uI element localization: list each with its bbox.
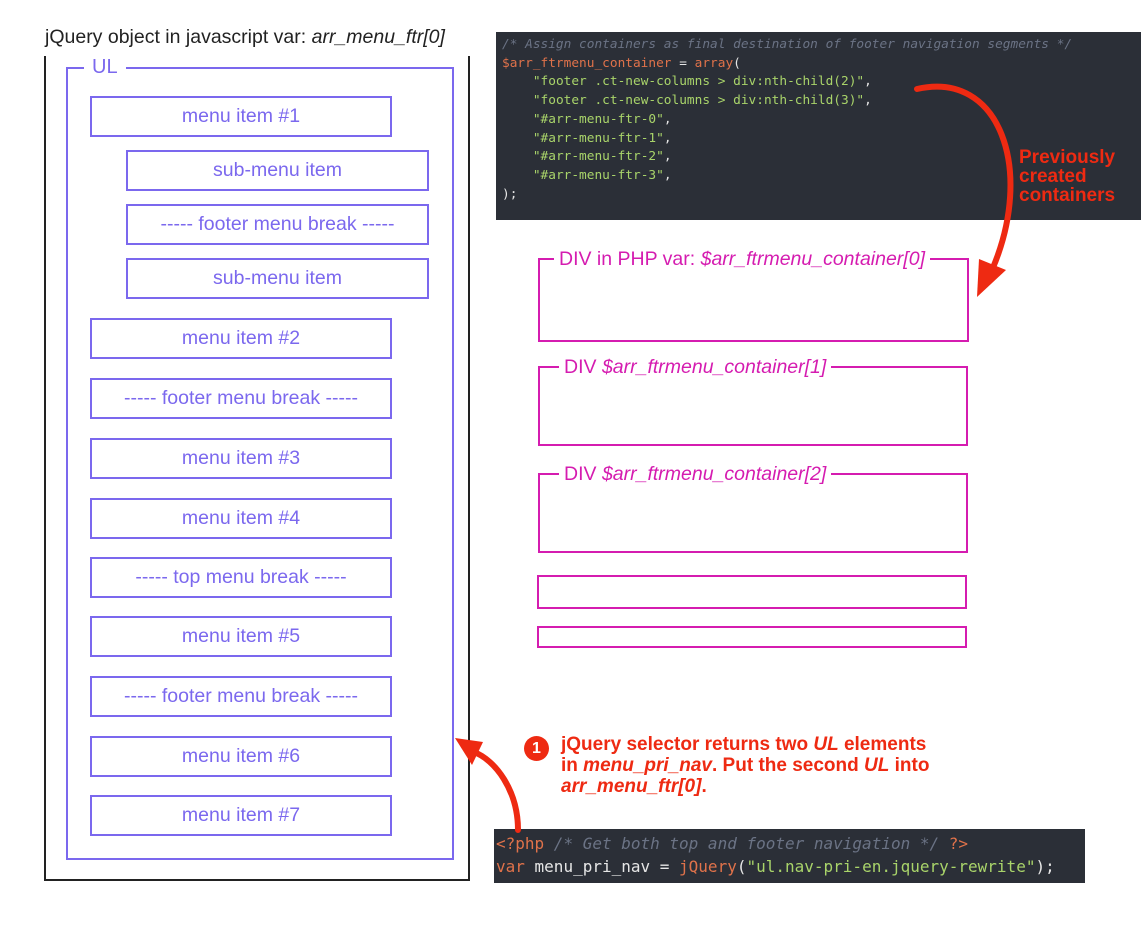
code-comment: /* Get both top and footer navigation */ bbox=[544, 834, 940, 853]
selector-arrow-head bbox=[455, 738, 483, 765]
ul-box bbox=[66, 67, 454, 860]
container-3-box bbox=[537, 575, 967, 609]
note-text: into bbox=[889, 755, 930, 776]
previously-created-line: containers bbox=[1019, 185, 1116, 206]
code-string: "#arr-menu-ftr-0" bbox=[532, 111, 664, 127]
container-1-var: $arr_ftrmenu_container[1] bbox=[601, 356, 827, 378]
menu-item-4: menu item #4 bbox=[90, 498, 392, 539]
container-1-prefix: DIV bbox=[564, 356, 602, 378]
code-string: "#arr-menu-ftr-1" bbox=[532, 130, 664, 146]
footer-menu-break-2: ----- footer menu break ----- bbox=[90, 378, 392, 419]
previously-created-line: created bbox=[1019, 166, 1087, 187]
previously-created-line: Previously bbox=[1019, 147, 1116, 168]
jquery-object-box bbox=[44, 56, 470, 881]
code-paren: ( bbox=[736, 857, 747, 876]
code-comma: , bbox=[864, 74, 872, 90]
code-func: array bbox=[694, 55, 734, 71]
jquery-object-var-name: arr_menu_ftr[0] bbox=[311, 26, 445, 48]
containers-arrow-head bbox=[977, 259, 1006, 297]
code-string: "ul.nav-pri-en.jquery-rewrite" bbox=[746, 857, 1036, 876]
php-code-panel: /* Assign containers as final destinatio… bbox=[496, 32, 1141, 220]
jquery-code-panel: <?php /* Get both top and footer navigat… bbox=[494, 829, 1085, 883]
code-string: "footer .ct-new-columns > div:nth-child(… bbox=[532, 74, 865, 90]
code-comment: /* Assign containers as final destinatio… bbox=[502, 37, 1073, 52]
code-func: jQuery bbox=[679, 857, 737, 876]
code-string: "#arr-menu-ftr-2" bbox=[532, 149, 664, 165]
code-comma: , bbox=[663, 149, 672, 165]
code-comma: , bbox=[663, 111, 672, 127]
footer-menu-break-1: ----- footer menu break ----- bbox=[126, 204, 429, 245]
containers-arrow bbox=[914, 83, 1014, 273]
code-var-name: menu_pri_nav = bbox=[524, 857, 680, 876]
code-close: ); bbox=[502, 186, 518, 202]
container-2-prefix: DIV bbox=[564, 463, 602, 485]
sub-menu-item-2: sub-menu item bbox=[126, 258, 429, 299]
container-1-label: DIV $arr_ftrmenu_container[1] bbox=[559, 356, 832, 378]
note-em: arr_menu_ftr[0] bbox=[561, 776, 702, 797]
code-comma: , bbox=[864, 93, 872, 109]
code-var: $arr_ftrmenu_container bbox=[502, 55, 672, 71]
code-string: "footer .ct-new-columns > div:nth-child(… bbox=[532, 93, 865, 109]
step-number-badge: 1 bbox=[524, 736, 549, 761]
code-assign: = bbox=[671, 55, 695, 71]
top-menu-break: ----- top menu break ----- bbox=[90, 557, 392, 598]
note-em: menu_pri_nav bbox=[583, 755, 712, 776]
container-2-var: $arr_ftrmenu_container[2] bbox=[601, 463, 827, 485]
container-0-prefix: DIV in PHP var: bbox=[559, 248, 701, 270]
code-php-open: <?php bbox=[496, 834, 545, 853]
footer-menu-break-3: ----- footer menu break ----- bbox=[90, 676, 392, 717]
ul-label: UL bbox=[84, 56, 126, 78]
container-0-var: $arr_ftrmenu_container[0] bbox=[700, 248, 925, 270]
note-text: jQuery selector returns two bbox=[561, 734, 814, 755]
menu-item-1: menu item #1 bbox=[90, 96, 392, 137]
note-em: UL bbox=[864, 755, 890, 776]
selector-arrow bbox=[471, 749, 521, 833]
menu-item-7: menu item #7 bbox=[90, 795, 392, 836]
jquery-selector-note: jQuery selector returns two UL elements … bbox=[561, 734, 929, 797]
menu-item-5: menu item #5 bbox=[90, 616, 392, 657]
sub-menu-item-1: sub-menu item bbox=[126, 150, 429, 191]
note-em: UL bbox=[813, 734, 839, 755]
code-php-close: ?> bbox=[939, 834, 969, 853]
menu-item-3: menu item #3 bbox=[90, 438, 392, 479]
jquery-object-title-prefix: jQuery object in javascript var: bbox=[45, 26, 312, 48]
code-paren: ); bbox=[1035, 857, 1055, 876]
container-4-box bbox=[537, 626, 967, 648]
note-text: in bbox=[561, 755, 584, 776]
code-string: "#arr-menu-ftr-3" bbox=[532, 167, 664, 183]
note-text: . Put the second bbox=[712, 755, 865, 776]
note-text: elements bbox=[838, 734, 927, 755]
code-open-paren: ( bbox=[733, 55, 741, 71]
code-keyword: var bbox=[496, 857, 525, 876]
container-2-label: DIV $arr_ftrmenu_container[2] bbox=[559, 463, 832, 485]
container-0-label: DIV in PHP var: $arr_ftrmenu_container[0… bbox=[554, 248, 930, 270]
previously-created-label: Previously created containers bbox=[1019, 148, 1115, 205]
jquery-object-title: jQuery object in javascript var: arr_men… bbox=[45, 26, 445, 49]
code-comma: , bbox=[663, 130, 672, 146]
menu-item-2: menu item #2 bbox=[90, 318, 392, 359]
menu-item-6: menu item #6 bbox=[90, 736, 392, 777]
note-text: . bbox=[701, 776, 707, 797]
code-comma: , bbox=[663, 167, 672, 183]
